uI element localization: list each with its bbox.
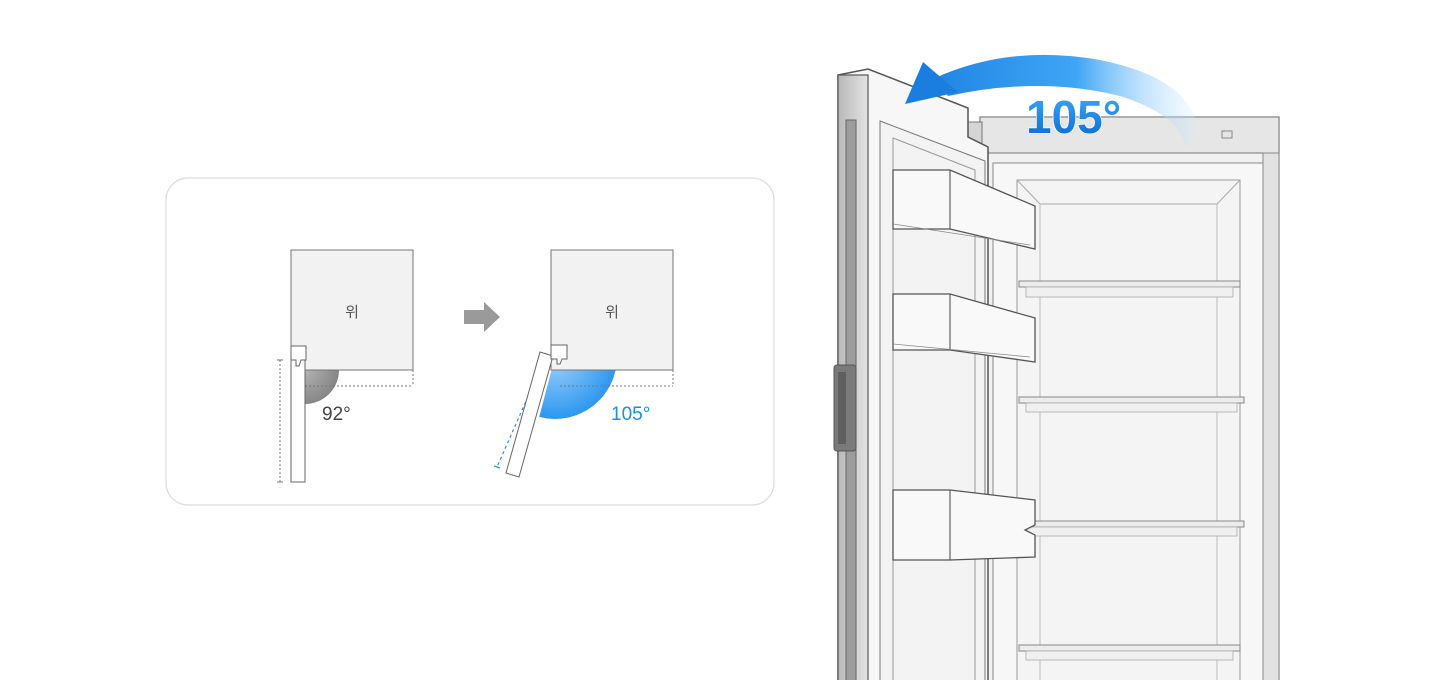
fridge-angle-label: 105° [1026,91,1121,143]
angle-label-105: 105° [611,404,650,425]
angle-sector-92 [305,370,339,404]
refrigerator-illustration: 105° [833,54,1280,680]
cabinet-top-view [290,249,414,371]
before-illustration: 위 92° [277,249,414,483]
interior-shelves [1018,280,1245,661]
display-panel-icon [1221,130,1233,139]
cabinet-label: 위 [345,303,359,321]
panel-frame [165,177,775,506]
comparison-panel: 위 92° 위 [165,177,775,506]
hinge [290,345,307,367]
cabinet-top-view [550,249,674,371]
fridge-door [833,68,1036,680]
angle-label-92: 92° [322,404,351,425]
door-top-view [290,357,306,483]
right-arrow-icon [464,302,500,332]
door-bin [892,293,1036,363]
door-bin [892,489,1036,561]
door-bin [892,169,1036,250]
door-top-view [505,351,554,478]
curved-rotation-arrow-icon [905,54,1197,148]
cabinet-label: 위 [605,303,619,321]
after-illustration: 위 105° [493,249,674,478]
angle-sector-105 [539,357,617,419]
hinge [550,344,568,365]
